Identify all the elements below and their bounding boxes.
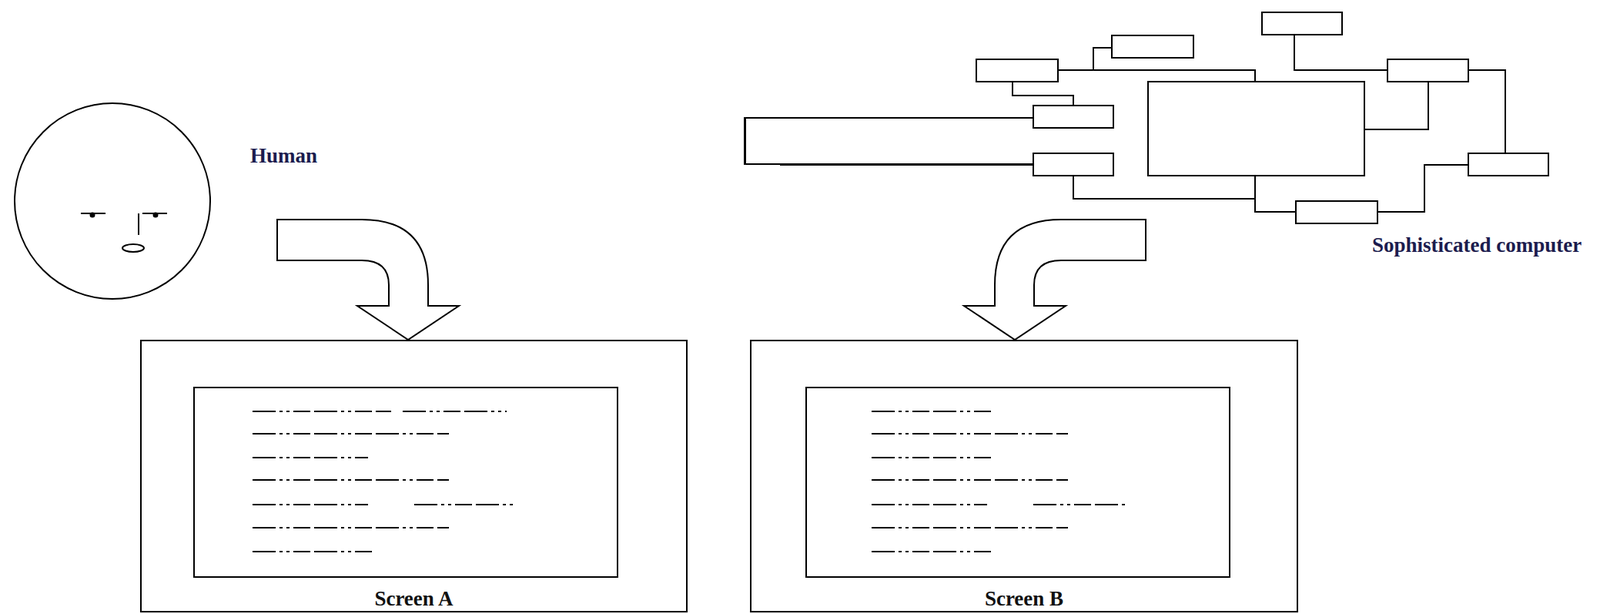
component-box [976,59,1058,82]
mouth [122,244,144,252]
component-box [1261,12,1343,35]
circuit-wire [1054,70,1256,82]
component-box [1033,105,1114,128]
text-line [871,410,995,412]
text-line [402,410,507,412]
screen-label: Screen B [751,587,1297,611]
human-label: Human [250,143,405,170]
circuit-wire [1255,175,1296,212]
screen-inner [194,387,618,577]
curved-arrow [277,219,459,340]
screen-inner [806,387,1230,577]
circuit-wire [1073,174,1256,199]
left-pupil [90,213,95,218]
circuit-wire [1364,81,1429,130]
circuit-wire [1012,81,1074,106]
circuit-wire [1377,164,1469,212]
circuit-wire [745,117,780,119]
right-pupil [153,213,158,218]
text-line [252,503,369,506]
text-line [252,456,369,459]
circuit-wire [1057,47,1112,71]
text-line [871,456,995,459]
circuit-wire [1294,34,1388,71]
screen-frame: Screen A [140,339,688,613]
text-line [871,503,988,506]
text-line [871,478,1068,481]
screen-frame: Screen B [749,339,1299,613]
circuit-wire [1468,70,1506,154]
screen-label: Screen A [141,587,687,611]
circuit-wire [779,164,1074,166]
text-line [871,550,995,553]
component-box [1295,200,1378,224]
text-line [252,410,392,412]
circuit-wire [744,117,1034,165]
text-line [871,526,1068,529]
component-box [1033,153,1114,176]
circuit-wire [779,117,1074,119]
block-arrows [277,219,1146,340]
text-line [252,432,449,435]
component-box [1387,59,1469,82]
processor-box [1148,81,1365,176]
computer-label: Sophisticated computer [1372,232,1596,259]
nose [137,213,140,235]
curved-arrow [964,219,1146,340]
face-outline [14,103,211,299]
text-line [1033,503,1126,506]
text-line [414,503,515,506]
screen-text-lines [252,411,1126,552]
circuit-wire [745,117,780,165]
computer-circuit [745,12,1549,224]
component-box [1468,153,1549,176]
text-line [252,526,449,529]
text-line [252,478,449,481]
text-line [871,432,1068,435]
text-line [252,550,376,553]
human-face [14,103,211,299]
component-box [1111,35,1194,58]
inner-screens [194,387,1230,577]
